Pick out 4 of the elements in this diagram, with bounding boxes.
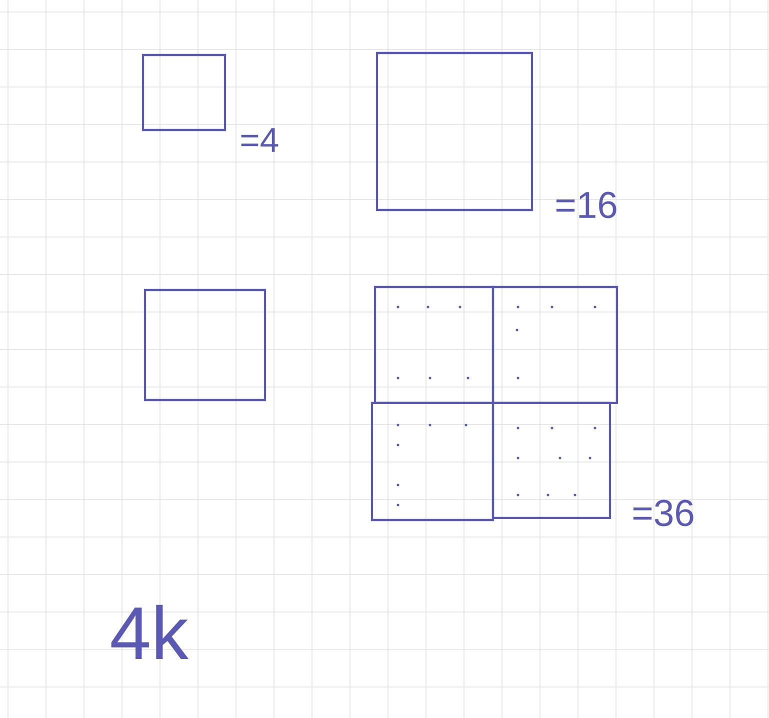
handwritten-label: =4: [241, 128, 278, 152]
handwritten-label: 4k: [111, 604, 189, 660]
handwritten-label: =16: [556, 192, 616, 218]
handwritten-label: =36: [633, 500, 694, 526]
